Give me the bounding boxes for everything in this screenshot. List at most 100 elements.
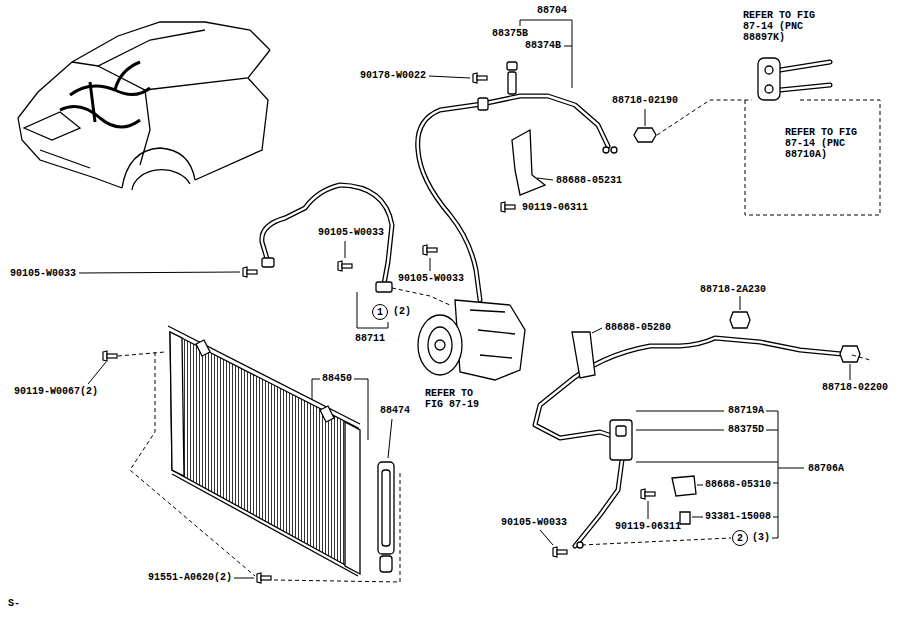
leader-line xyxy=(429,76,470,78)
group-bracket xyxy=(766,411,804,538)
receiver-core xyxy=(382,470,390,546)
leader-line xyxy=(692,517,703,518)
condenser-tab xyxy=(196,340,210,356)
car-outline xyxy=(18,22,270,190)
valve-cap xyxy=(616,426,626,436)
hose-fitting xyxy=(478,98,488,110)
leader-line xyxy=(345,241,346,258)
part-number: 90119-W0067(2) xyxy=(14,386,98,397)
leader-line xyxy=(79,272,240,273)
leader-line xyxy=(537,178,553,180)
harness-wire xyxy=(115,62,140,90)
receiver xyxy=(378,462,394,572)
wire-harness xyxy=(60,62,150,127)
wheel xyxy=(132,170,190,190)
pipe-bracket xyxy=(672,476,696,496)
dashed-line xyxy=(118,352,165,356)
quantity-note: (2) xyxy=(393,306,411,317)
fitting-nut xyxy=(634,128,656,142)
headlight xyxy=(24,112,80,140)
pipe-outlines xyxy=(262,62,852,546)
condenser xyxy=(168,326,360,576)
bolt xyxy=(103,351,117,361)
condenser-rail xyxy=(168,326,360,424)
part-number: 88704 xyxy=(537,5,567,16)
sheet-mark: S- xyxy=(8,598,20,609)
callout-number: 1 xyxy=(372,304,388,320)
part-number: 88711 xyxy=(355,333,385,344)
leader-line xyxy=(430,258,431,271)
bolt xyxy=(501,202,515,212)
connector-port xyxy=(765,66,773,74)
car-side xyxy=(195,78,268,180)
condenser-rail xyxy=(172,474,358,576)
reference-note: REFER TO FIG 87-14 (PNC 88897K) xyxy=(743,10,817,43)
liquid-pipe xyxy=(575,460,622,546)
part-number: 88718-02200 xyxy=(822,382,888,393)
pipe-bracket xyxy=(572,332,595,378)
discharge-hose xyxy=(262,185,392,284)
pipe-block xyxy=(610,420,632,460)
condenser-tank xyxy=(170,332,184,476)
wheel-arch xyxy=(122,148,195,188)
leader-line xyxy=(636,411,724,430)
dashed-line xyxy=(852,355,870,360)
group-bracket xyxy=(357,292,388,328)
car-windshield xyxy=(72,30,205,66)
quantity-note: (3) xyxy=(752,532,770,543)
reference-note: REFER TO FIG 87-19 xyxy=(425,388,485,410)
dashed-line xyxy=(274,470,400,582)
condenser-tank xyxy=(345,422,360,574)
nut xyxy=(473,73,487,83)
leader-line xyxy=(88,362,106,384)
part-number: 88375B xyxy=(492,28,528,39)
suction-hose xyxy=(418,96,608,300)
leader-lines xyxy=(79,20,850,578)
bolt xyxy=(338,261,352,271)
reference-note: REFER TO FIG 87-14 (PNC 88710A) xyxy=(785,127,859,160)
dashed-line xyxy=(582,538,731,545)
suction-hose xyxy=(418,96,608,300)
part-number: 88374B xyxy=(525,40,561,51)
group-bracket xyxy=(312,379,368,440)
car-roof xyxy=(18,22,270,118)
liquid-pipe xyxy=(575,460,622,546)
compressor-fins xyxy=(470,310,515,358)
condenser-core xyxy=(170,332,358,572)
part-number: 88706A xyxy=(808,463,844,474)
callout-text: 1 xyxy=(377,307,383,318)
part-number: 88375D xyxy=(728,424,764,435)
part-number: 88474 xyxy=(380,405,410,416)
part-number: 88688-05231 xyxy=(556,175,622,186)
o-ring xyxy=(611,147,617,153)
car-hood xyxy=(98,50,270,90)
part-number: 88450 xyxy=(322,373,352,384)
receiver-cap xyxy=(380,556,392,572)
hose-fitting xyxy=(262,258,274,267)
connector-port xyxy=(765,85,773,93)
valve-cap xyxy=(507,62,517,70)
part-number: 90105-W0033 xyxy=(398,273,464,284)
fittings xyxy=(262,58,860,548)
part-number: 88719A xyxy=(728,405,764,416)
connector-block xyxy=(758,58,780,100)
leader-line xyxy=(645,109,646,126)
compressor-body xyxy=(455,300,525,380)
bolt xyxy=(423,245,437,255)
callout-text: 2 xyxy=(737,533,743,544)
clutch-plate xyxy=(428,327,452,363)
part-number: 90105-W0033 xyxy=(10,268,76,279)
part-number: 90119-06311 xyxy=(615,521,681,532)
part-number: 90178-W0022 xyxy=(360,70,426,81)
harness-wire xyxy=(90,82,95,122)
fitting-nut xyxy=(840,346,860,362)
bolt xyxy=(243,267,257,277)
leader-line xyxy=(564,46,572,47)
pipe-fills xyxy=(262,62,852,546)
leader-line xyxy=(850,364,851,380)
fitting-nut xyxy=(730,312,750,328)
clutch xyxy=(418,315,462,375)
harness-wire xyxy=(60,106,140,127)
